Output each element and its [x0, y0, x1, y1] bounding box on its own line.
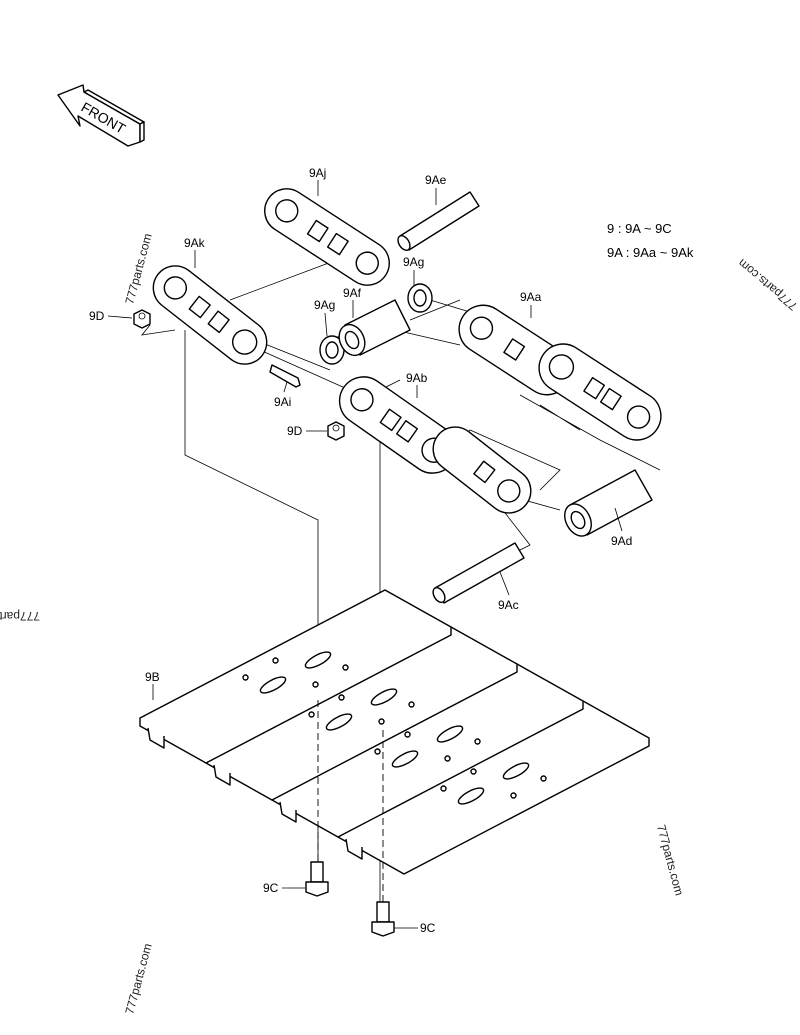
callout-9Ab: 9Ab — [406, 371, 428, 385]
bolt-hole — [374, 748, 381, 755]
shoe-slot — [370, 688, 398, 706]
pin-9Ae — [397, 191, 480, 251]
bolt-hole — [444, 755, 451, 762]
callout-9Aj: 9Aj — [309, 166, 326, 180]
bushing-9Ad — [564, 469, 653, 537]
callout-9D-upper: 9D — [89, 309, 105, 323]
shoe-slot — [436, 725, 464, 743]
callout-9B: 9B — [145, 670, 160, 684]
pin-9Ai — [269, 364, 301, 388]
shoe-slot — [304, 651, 332, 669]
legend-line-2: 9A : 9Aa ~ 9Ak — [607, 245, 694, 260]
shoe-slot — [502, 762, 530, 780]
watermark: 777parts.com — [122, 232, 154, 306]
legend-line-1: 9 : 9A ~ 9C — [607, 221, 672, 236]
shoe-slot — [457, 787, 485, 805]
callout-9C-left: 9C — [263, 881, 279, 895]
callout-9D-lower: 9D — [287, 424, 303, 438]
link-9Aa-2 — [538, 343, 662, 441]
seal-9Ag-lower — [319, 335, 345, 365]
callout-leaders — [107, 180, 623, 929]
callout-9Aa: 9Aa — [520, 290, 542, 304]
bolt-hole — [342, 664, 349, 671]
seal-9Ag-upper — [407, 283, 433, 313]
nut-9D-upper — [133, 309, 151, 329]
watermark: 777parts.com — [654, 823, 686, 897]
link-9Ab-1 — [338, 376, 458, 474]
bolt-hole — [272, 657, 279, 664]
shoe-slot — [325, 713, 353, 731]
callout-labels: 9Aj 9Ae 9Ak 9Ag 9Af 9Ag 9Aa 9D 9Ai 9Ab 9… — [89, 166, 632, 935]
nut-9D-lower — [327, 421, 345, 441]
bolt-9C-right — [371, 901, 395, 937]
bolt-hole — [470, 768, 477, 775]
pin-9Ac — [432, 542, 525, 604]
callout-9Af: 9Af — [343, 286, 362, 300]
bolt-hole — [440, 785, 447, 792]
shoe-slot — [259, 676, 287, 694]
link-9Ak — [152, 265, 268, 365]
watermark: 777part — [0, 609, 40, 623]
bolt-hole — [312, 681, 319, 688]
link-9Aj — [264, 188, 390, 286]
bolt-hole — [474, 738, 481, 745]
callout-9Ai: 9Ai — [274, 395, 291, 409]
track-shoe-plate — [139, 589, 452, 764]
callout-9Ag-upper: 9Ag — [403, 255, 424, 269]
bolt-hole — [408, 701, 415, 708]
callout-9C-right: 9C — [420, 921, 436, 935]
bolt-hole — [338, 694, 345, 701]
bushing-9Af — [338, 299, 411, 357]
callout-9Ac: 9Ac — [498, 598, 519, 612]
bolt-hole — [242, 674, 249, 681]
bolt-hole — [378, 718, 385, 725]
callout-9Ad: 9Ad — [611, 534, 632, 548]
front-arrow-icon: FRONT — [57, 84, 145, 147]
bolt-hole — [510, 792, 517, 799]
link-9Ab-2 — [432, 426, 532, 514]
bolt-hole — [308, 711, 315, 718]
bolt-9C-left — [305, 861, 329, 897]
watermark: 777parts.com — [735, 256, 800, 313]
callout-9Ag-lower: 9Ag — [314, 298, 335, 312]
callout-9Ak: 9Ak — [184, 236, 206, 250]
track-shoe-plates-9B — [139, 589, 650, 875]
callout-9Ae: 9Ae — [425, 173, 447, 187]
bolt-hole — [404, 731, 411, 738]
watermark: 777parts.com — [122, 942, 154, 1016]
bolt-hole — [540, 775, 547, 782]
shoe-slot — [391, 750, 419, 768]
